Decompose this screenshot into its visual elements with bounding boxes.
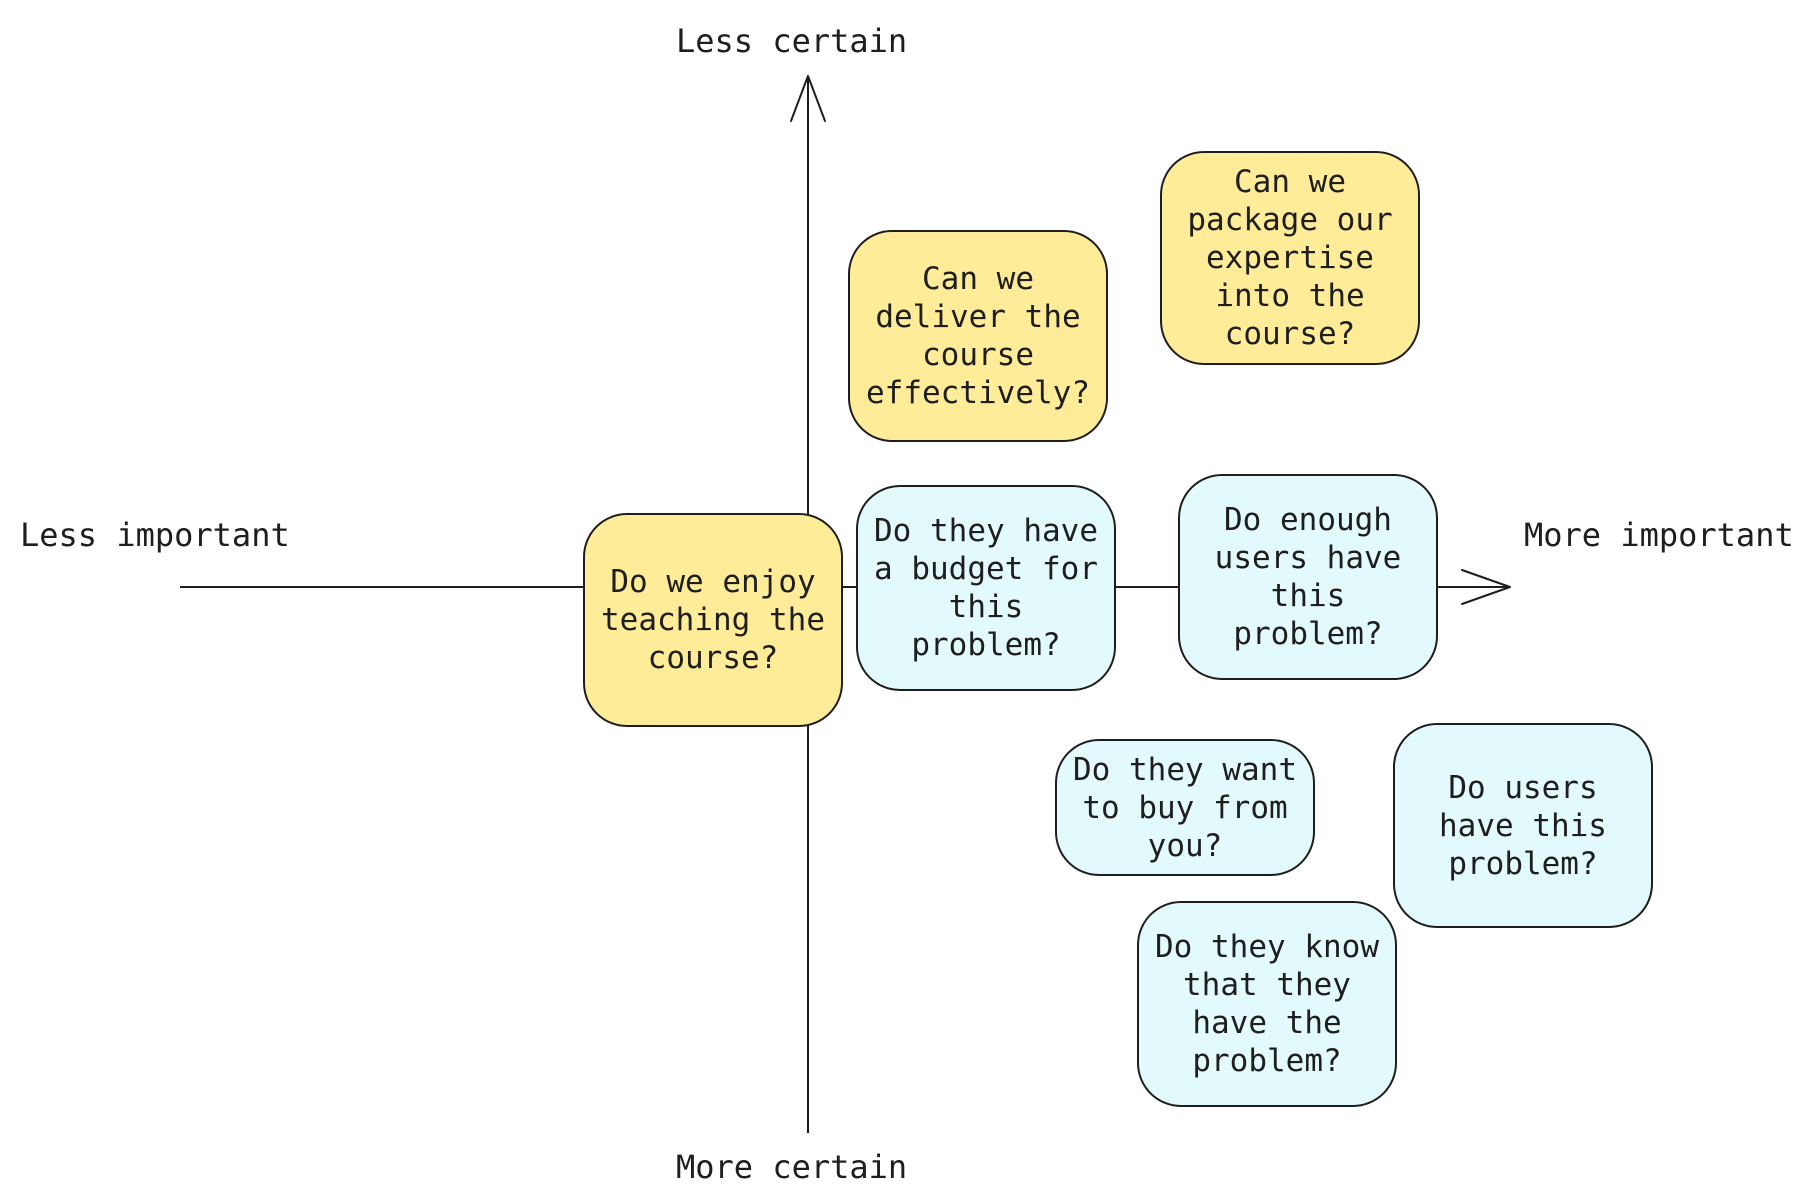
- axis-label-bottom: More certain: [676, 1148, 908, 1186]
- note-deliver-course[interactable]: Can we deliver the course effectively?: [848, 230, 1108, 442]
- note-buy-from-you[interactable]: Do they want to buy from you?: [1055, 739, 1315, 876]
- axis-label-right: More important: [1524, 516, 1794, 554]
- vertical-axis-arrowhead: [790, 75, 826, 122]
- horizontal-axis-arrowhead: [1461, 569, 1511, 605]
- note-enough-users[interactable]: Do enough users have this problem?: [1178, 474, 1438, 680]
- note-enjoy-teaching[interactable]: Do we enjoy teaching the course?: [583, 513, 843, 727]
- axis-label-top: Less certain: [676, 22, 908, 60]
- note-package-expertise[interactable]: Can we package our expertise into the co…: [1160, 151, 1420, 365]
- note-know-problem[interactable]: Do they know that they have the problem?: [1137, 901, 1397, 1107]
- note-budget[interactable]: Do they have a budget for this problem?: [856, 485, 1116, 691]
- note-users-have-problem[interactable]: Do users have this problem?: [1393, 723, 1653, 928]
- axis-label-left: Less important: [20, 516, 290, 554]
